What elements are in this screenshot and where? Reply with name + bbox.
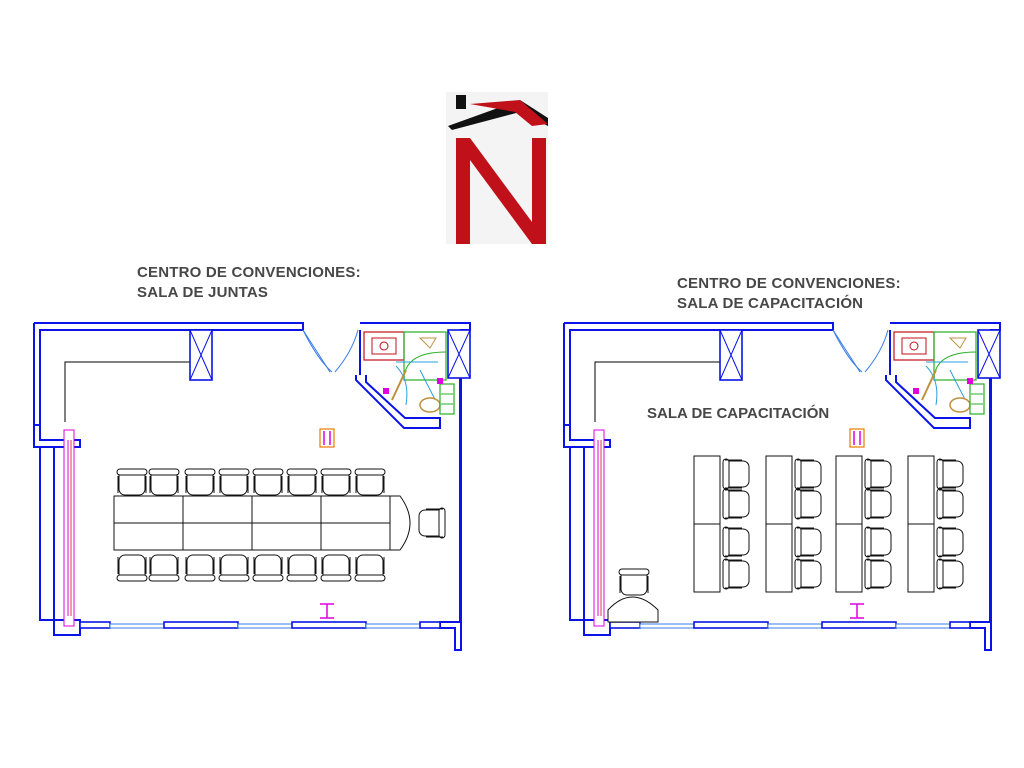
logo-mark-black	[456, 95, 466, 109]
caption-line-1: CENTRO DE CONVENCIONES:	[137, 264, 361, 281]
instructor-desk	[607, 568, 659, 623]
training-desks	[693, 455, 935, 593]
chairs-bottom-row	[116, 554, 386, 582]
plan-sala-de-capacitacion	[563, 322, 1001, 651]
caption-line-1: CENTRO DE CONVENCIONES:	[677, 275, 901, 292]
room-label-capacitacion: SALA DE CAPACITACIÓN	[647, 405, 830, 422]
logo-letter-n	[456, 138, 546, 244]
conference-table	[113, 495, 411, 551]
head-chair	[418, 507, 446, 539]
plan-caption-capacitacion: CENTRO DE CONVENCIONES: SALA DE CAPACITA…	[677, 274, 901, 314]
caption-line-2: SALA DE JUNTAS	[137, 284, 269, 301]
caption-line-2: SALA DE CAPACITACIÓN	[677, 295, 864, 312]
room-shell	[33, 322, 471, 651]
plan-sala-de-juntas	[33, 322, 471, 651]
n-tilde-logo	[446, 92, 548, 244]
chairs-top-row	[116, 468, 386, 496]
plan-caption-juntas: CENTRO DE CONVENCIONES: SALA DE JUNTAS	[137, 263, 361, 303]
logo-tilde-red	[470, 100, 548, 126]
